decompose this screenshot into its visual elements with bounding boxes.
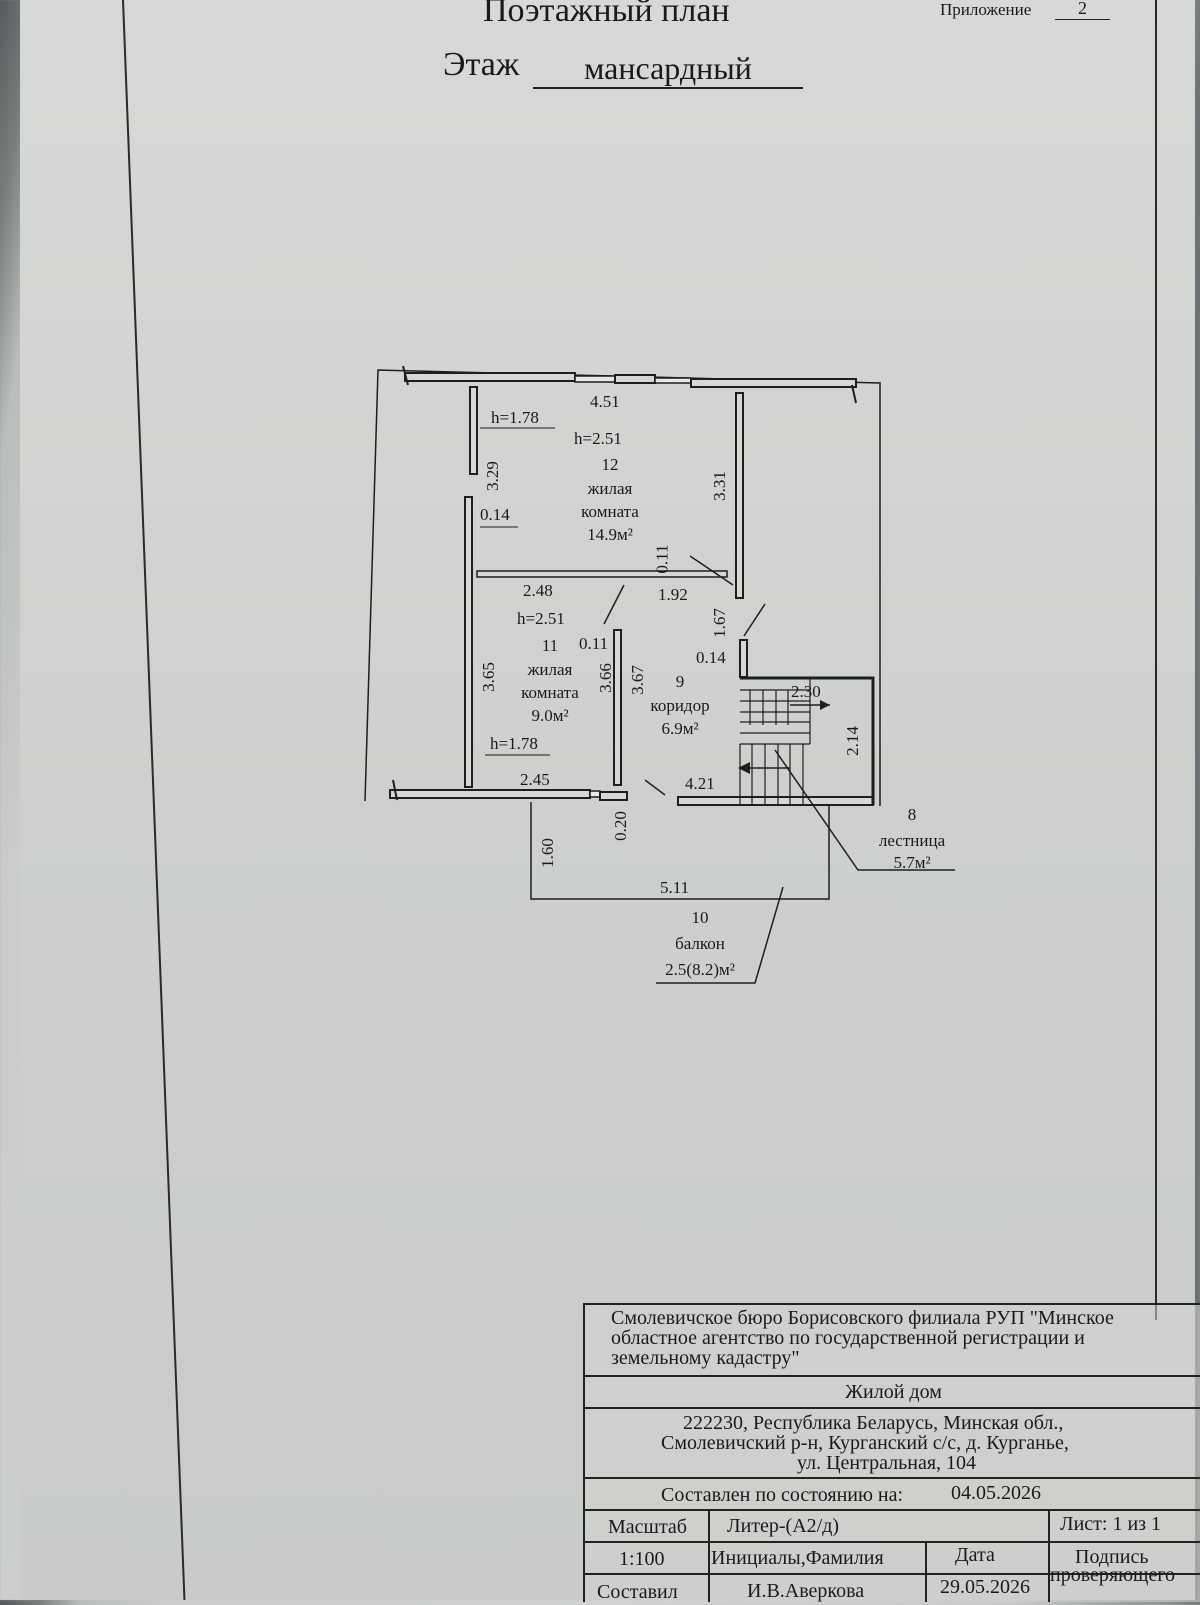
window-top — [574, 375, 616, 383]
address-line1: 222230, Республика Беларусь, Минская обл… — [683, 1412, 1064, 1434]
dim-h-room11: h=2.51 — [517, 609, 565, 628]
composed-name: И.В.Аверкова — [747, 1580, 865, 1602]
org-line3: земельному кадастру" — [611, 1347, 800, 1369]
partition-12-11 — [476, 570, 728, 578]
stamp-row-org: Смолевичское бюро Борисовского филиала Р… — [585, 1305, 1200, 1377]
room-10-number: 10 — [691, 908, 709, 927]
window-bottom — [589, 790, 601, 798]
dim-h-room12: h=2.51 — [574, 429, 622, 448]
room-12-name1: жилая — [587, 479, 633, 498]
state-label: Составлен по состоянию на: — [661, 1484, 904, 1506]
bottom-wall-left — [389, 789, 591, 799]
page-title: Поэтажный план — [483, 0, 730, 29]
scale-label: Масштаб — [608, 1516, 687, 1538]
stamp-row-address: 222230, Республика Беларусь, Минская обл… — [585, 1409, 1200, 1479]
dim-011-a: 0.11 — [652, 544, 672, 574]
room-9-number: 9 — [675, 672, 685, 691]
stair-treads — [739, 678, 811, 805]
room-9-area: 6.9м² — [661, 719, 699, 738]
room-9-name: коридор — [650, 696, 710, 715]
wall-left-lower — [464, 496, 473, 788]
top-wall-right — [690, 378, 857, 388]
stair-room-walls — [740, 676, 875, 805]
top-wall-mid — [614, 374, 656, 384]
appendix-label: Приложение — [940, 0, 1032, 19]
stamp-row-scale: Масштаб Литер-(А2/д) Лист: 1 из 1 — [585, 1511, 1200, 1543]
dim-421: 4.21 — [685, 774, 715, 793]
dim-h-top-left: h=1.78 — [491, 408, 539, 427]
stamp-row-state: Составлен по состоянию на: 04.05.2026 — [585, 1479, 1200, 1511]
dim-v-329: 3.29 — [482, 461, 502, 491]
dim-v-331: 3.31 — [709, 471, 729, 501]
dim-167: 1.67 — [709, 608, 729, 638]
dim-248: 2.48 — [523, 581, 553, 600]
room-11-name2: комната — [521, 683, 579, 702]
address-line3: ул. Центральная, 104 — [797, 1452, 977, 1474]
wall-room12-right — [735, 392, 744, 599]
org-line1: Смолевичское бюро Борисовского филиала Р… — [611, 1307, 1114, 1329]
dim-230: 2.30 — [791, 682, 821, 701]
dim-v-160: 1.60 — [537, 838, 557, 868]
dim-014-a: 0.14 — [480, 505, 510, 524]
title-block: Смолевичское бюро Борисовского филиала Р… — [583, 1303, 1200, 1602]
dim-511: 5.11 — [660, 878, 690, 897]
floor-value: мансардный — [533, 50, 803, 89]
dim-245: 2.45 — [520, 770, 550, 789]
dim-top-width: 4.51 — [590, 392, 620, 411]
top-wall-left — [404, 372, 576, 382]
dim-014-b: 0.14 — [696, 648, 726, 667]
date-label: Дата — [955, 1544, 995, 1566]
room-12-area: 14.9м² — [587, 525, 633, 544]
name-label: Инициалы,Фамилия — [711, 1547, 884, 1569]
room-12-number: 12 — [601, 455, 619, 474]
wall-corridor-right — [739, 639, 748, 678]
room-11-name1: жилая — [527, 660, 573, 679]
bottom-wall-mid — [599, 791, 628, 801]
room-10-area: 2.5(8.2)м² — [665, 960, 735, 979]
room-11-number: 11 — [541, 636, 559, 655]
room-8-area: 5.7м² — [893, 853, 931, 872]
room-10-name: балкон — [675, 934, 725, 953]
bottom-wall-right — [677, 796, 874, 806]
dim-v-214: 2.14 — [842, 726, 862, 756]
scale-value: 1:100 — [619, 1548, 665, 1570]
stamp-row-labels: 1:100 Инициалы,Фамилия Дата Подпись — [585, 1543, 1200, 1575]
object-name: Жилой дом — [845, 1381, 942, 1403]
dim-h-bottom-left: h=1.78 — [490, 734, 538, 753]
dim-v-365: 3.65 — [478, 662, 498, 692]
sign-label2: проверяющего — [1050, 1564, 1176, 1586]
state-date: 04.05.2026 — [951, 1482, 1041, 1504]
dim-v-020: 0.20 — [610, 811, 630, 841]
room-12-name2: комната — [581, 502, 639, 521]
floor-label: Этаж — [443, 46, 520, 83]
room-8-number: 8 — [907, 805, 917, 824]
dim-011-b: 0.11 — [579, 634, 609, 653]
wall-left-upper — [469, 386, 478, 475]
balcony-outline — [530, 802, 830, 900]
appendix-number: 2 — [1055, 0, 1110, 20]
room-8-name: лестница — [878, 831, 946, 850]
window-top-2 — [654, 377, 692, 384]
wall-room11-right — [613, 629, 622, 786]
frame-right-border — [1155, 0, 1157, 1320]
sign-label1: Подпись — [1075, 1546, 1149, 1568]
composed-date: 29.05.2026 — [940, 1576, 1030, 1598]
dim-192: 1.92 — [658, 585, 688, 604]
room-11-area: 9.0м² — [531, 706, 569, 725]
org-line2: областное агентство по государственной р… — [611, 1327, 1085, 1349]
sheet-count: Лист: 1 из 1 — [1060, 1513, 1162, 1535]
stamp-row-object: Жилой дом — [585, 1377, 1200, 1409]
address-line2: Смолевичский р-н, Курганский с/с, д. Кур… — [661, 1432, 1069, 1454]
liter: Литер-(А2/д) — [727, 1515, 840, 1537]
composed-label: Составил — [597, 1581, 678, 1603]
stamp-row-composed: Составил И.В.Аверкова 29.05.2026 проверя… — [585, 1565, 1200, 1605]
